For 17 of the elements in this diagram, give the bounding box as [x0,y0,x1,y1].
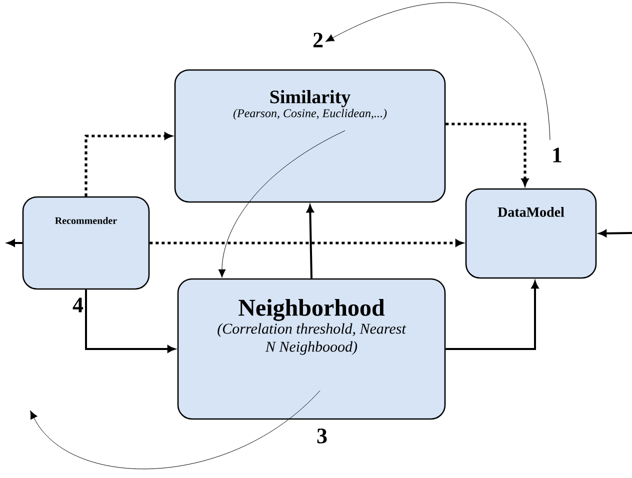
process-box: DataModel [465,188,597,279]
step-number: 2 [313,32,323,48]
arrow [446,281,539,350]
arrow [599,230,632,237]
arrow [306,205,314,278]
process-box: Neighborhood (Correlation threshold, Nearest N Neighboood) [177,278,446,420]
process-box: Similarity (Pearson, Cosine, Euclidean,...) [174,69,446,203]
arrow [8,239,22,247]
step-number: 4 [72,298,84,312]
curved-arrow [30,390,320,469]
arrow [150,239,463,247]
arrow [84,132,172,196]
curved-arrow [218,130,346,278]
process-box: Recommender [22,196,150,290]
step-number: 1 [553,148,562,162]
arrow [85,290,175,353]
arrow [446,122,529,186]
